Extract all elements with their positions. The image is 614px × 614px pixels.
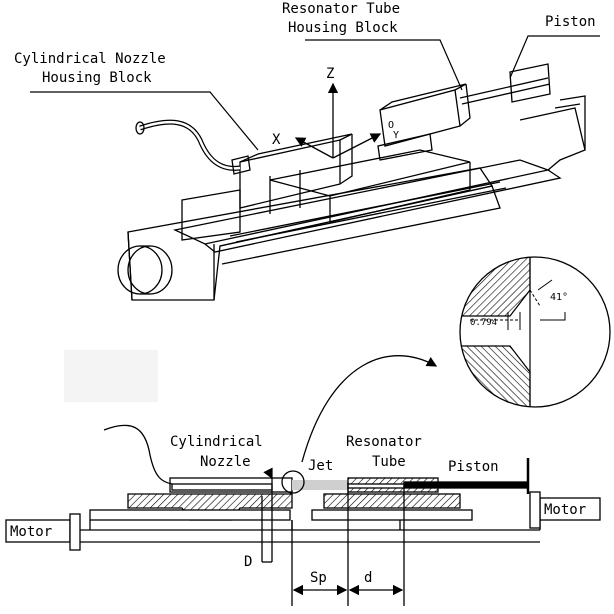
nozzle-detail-inset [459, 256, 611, 408]
axis-z-label: Z [326, 66, 334, 82]
schematic-apparatus [5, 424, 601, 606]
piston-label: Piston [448, 459, 499, 475]
inset-dimension-label: 0.794 [470, 318, 497, 328]
axis-origin-label: O [388, 120, 394, 131]
resonator-label-line2: Tube [372, 454, 406, 470]
nozzle-label-line2: Nozzle [200, 454, 251, 470]
jet-label: Jet [308, 458, 333, 474]
piston-top-label: Piston [545, 14, 596, 30]
axis-y-label: Y [393, 130, 399, 141]
resonator-label-line1: Resonator [346, 434, 422, 450]
nozzle-label-line1: Cylindrical [170, 434, 263, 450]
inset-angle-label: 41° [550, 292, 568, 303]
detail-callout-arrow [301, 355, 438, 463]
dimension-D-label: D [244, 554, 252, 570]
dimension-d-label: d [364, 570, 372, 586]
nozzle-block-label-line1: Cylindrical Nozzle [14, 51, 166, 67]
motor-right-label: Motor [544, 502, 586, 518]
axis-x-label: X [272, 132, 281, 148]
resonator-block-label-line1: Resonator Tube [282, 1, 400, 17]
isometric-apparatus [30, 35, 600, 301]
resonator-block-label-line2: Housing Block [288, 20, 398, 36]
faint-placeholder-box [64, 350, 158, 402]
motor-left-label: Motor [10, 524, 52, 540]
nozzle-block-label-line2: Housing Block [42, 70, 152, 86]
dimension-Sp-label: Sp [310, 570, 327, 586]
